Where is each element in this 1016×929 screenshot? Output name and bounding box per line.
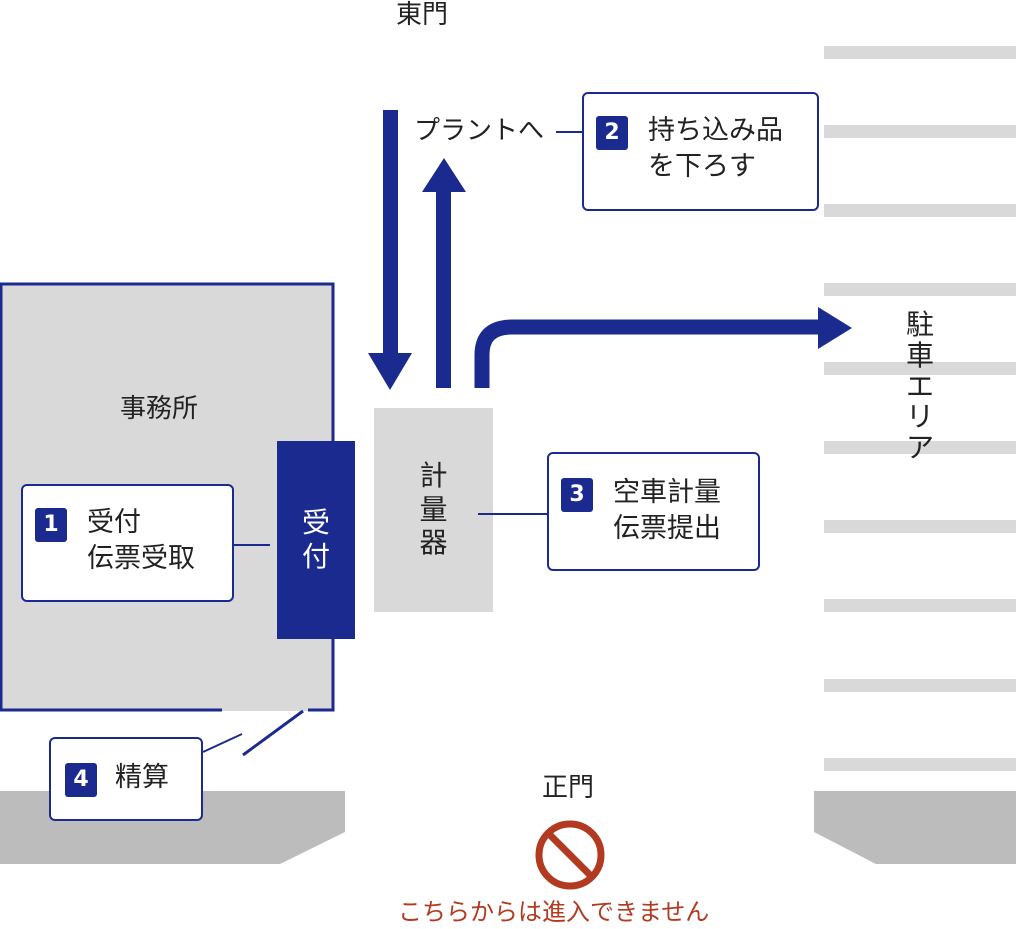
parking-arrow-head bbox=[818, 307, 852, 349]
no-entry-label: こちらからは進入できません bbox=[398, 898, 710, 926]
parking-stripes bbox=[824, 46, 1016, 771]
no-entry-icon bbox=[535, 820, 605, 890]
office-outline bbox=[0, 282, 335, 712]
parking-char: リ bbox=[905, 400, 934, 434]
step-4-box: 4 精算 bbox=[49, 737, 203, 821]
scale-block bbox=[374, 408, 493, 612]
parking-char: 駐 bbox=[905, 308, 934, 341]
parking-char: ア bbox=[905, 431, 934, 465]
step-1-number: 1 bbox=[35, 508, 67, 542]
step-2-number: 2 bbox=[596, 116, 628, 150]
office-label: 事務所 bbox=[120, 394, 199, 424]
parking-arrow bbox=[474, 319, 822, 388]
parking-label: 駐 車 エ リ ア bbox=[896, 308, 944, 465]
step-2-line-1: 持ち込み品 bbox=[648, 115, 783, 146]
scale-char: 器 bbox=[419, 526, 448, 560]
to-plant-label: プラントへ bbox=[414, 116, 545, 146]
east-gate-label: 東門 bbox=[396, 0, 449, 30]
reception-char: 付 bbox=[301, 539, 330, 573]
step-3-number: 3 bbox=[561, 478, 593, 512]
reception-counter bbox=[277, 441, 355, 639]
step-3-line-2: 伝票提出 bbox=[613, 513, 721, 544]
main-gate-label: 正門 bbox=[542, 773, 595, 803]
step-2-box: 2 持ち込み品 を下ろす bbox=[582, 92, 819, 211]
scale-char: 計 bbox=[419, 459, 448, 492]
scale-label: 計 量 器 bbox=[374, 459, 493, 560]
reception-char: 受 bbox=[301, 506, 330, 539]
flow-arrows bbox=[368, 110, 466, 390]
step-3-box: 3 空車計量 伝票提出 bbox=[547, 452, 760, 571]
road-right bbox=[814, 791, 1016, 864]
step-1-box: 1 受付 伝票受取 bbox=[21, 484, 234, 602]
step-3-line-1: 空車計量 bbox=[613, 477, 721, 508]
step-4-number: 4 bbox=[65, 763, 97, 797]
step-4-line-1: 精算 bbox=[115, 762, 169, 793]
step-2-line-2: を下ろす bbox=[648, 151, 756, 182]
reception-label: 受 付 bbox=[277, 506, 355, 573]
step-1-line-1: 受付 bbox=[87, 507, 141, 538]
parking-char: 車 bbox=[905, 338, 934, 372]
parking-char: エ bbox=[905, 369, 934, 403]
step-1-line-2: 伝票受取 bbox=[87, 543, 195, 574]
connector-lines bbox=[202, 131, 585, 757]
scale-char: 量 bbox=[419, 492, 448, 526]
